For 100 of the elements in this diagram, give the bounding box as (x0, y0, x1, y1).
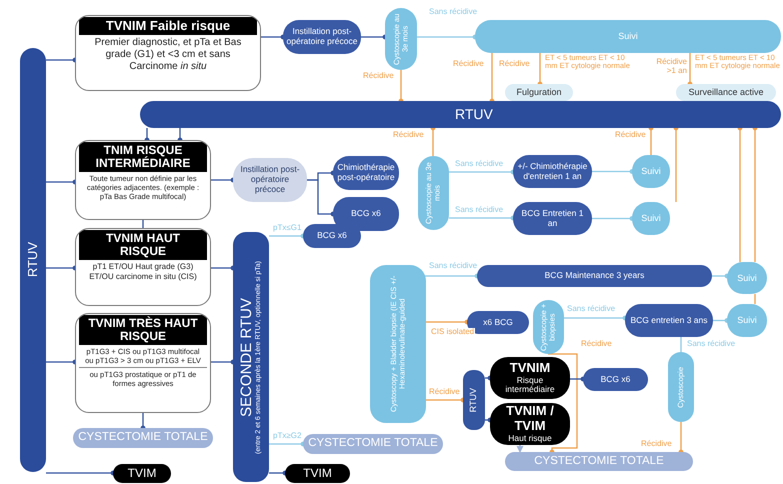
edge-label: Récidive (580, 340, 613, 349)
category-card (75, 15, 261, 91)
connector (680, 337, 682, 352)
connector (417, 34, 478, 40)
connector (485, 418, 492, 422)
connector (449, 216, 516, 220)
surgery-pill: CYSTECTOMIE TOTALE (303, 434, 443, 454)
category-card (75, 228, 211, 306)
procedure-bar: RTUV (140, 101, 781, 128)
connector (713, 318, 730, 323)
arrow (516, 445, 524, 453)
connector (307, 179, 336, 216)
procedure-bar (233, 232, 269, 482)
connector (538, 53, 542, 86)
connector (140, 413, 146, 430)
follow-up-pill: Suivi (475, 20, 781, 53)
connector (426, 320, 470, 324)
connector (46, 470, 116, 476)
treatment-pill: BCG Entretien 1 an (513, 202, 592, 235)
connector (678, 422, 684, 454)
card-heading: TVNIM Faible risque (79, 17, 257, 36)
connector (570, 376, 586, 382)
edge-label: Récidive (428, 388, 461, 397)
edge-label: Sans récidive (686, 340, 736, 349)
connector (211, 178, 236, 182)
treatment-pill: BCG Maintenance 3 years (477, 265, 712, 287)
treatment-pill: Instillation post-opératoire précoce (283, 20, 361, 54)
diagnosis-pill: TVIM (285, 464, 350, 483)
pill-subtitle: Haut risque (508, 434, 552, 444)
edge-label: Sans récidive (454, 160, 504, 169)
diagnosis-pill (490, 403, 570, 445)
follow-up-pill: Suivi (727, 262, 767, 294)
treatment-pill: BCG x6 (583, 368, 648, 391)
follow-up-pill: Suivi (632, 155, 670, 188)
connector (688, 53, 692, 86)
connector (46, 180, 78, 184)
connector (592, 216, 634, 221)
connector (674, 126, 678, 202)
connector (269, 234, 306, 238)
edge-label: Récidive (362, 72, 395, 81)
card-heading: TVNIM HAUT RISQUE (79, 230, 207, 260)
connector (449, 170, 516, 174)
treatment-pill: BCG x6 (303, 224, 361, 248)
connector (269, 442, 306, 446)
edge-label: pTx≥G2 (272, 432, 302, 441)
outcome-pill: Fulguration (505, 84, 573, 101)
edge-label: Récidive (498, 60, 531, 69)
procedure-bar: RTUV (20, 48, 46, 472)
diagnosis-pill: TVIM (113, 464, 171, 483)
connector (430, 126, 436, 156)
connector (564, 316, 628, 320)
edge-label: CIS isolated (430, 328, 476, 337)
connector (46, 360, 78, 364)
treatment-pill: +/- Chimiothérapie d'entretien 1 an (513, 155, 592, 188)
category-card (75, 313, 211, 413)
edge-label: Récidive (452, 60, 485, 69)
connector (269, 470, 288, 476)
edge-label: Sans récidive (428, 262, 478, 271)
bar-title: SECONDE RTUV (238, 298, 256, 416)
edge-label: pTx≤G1 (272, 224, 302, 233)
connector (211, 360, 236, 364)
treatment-pill: BCG entretien 3 ans (625, 304, 713, 337)
connector (712, 274, 730, 278)
treatment-pill: BCG x6 (333, 197, 399, 231)
connector (211, 266, 236, 270)
connector (46, 266, 78, 270)
follow-up-pill: Suivi (727, 304, 767, 337)
connector (754, 294, 756, 304)
connector (178, 128, 182, 142)
outcome-pill: Surveillance active (676, 84, 776, 101)
connector (738, 126, 742, 262)
diagnosis-pill (490, 357, 570, 399)
connector (398, 70, 404, 104)
connector (592, 169, 634, 174)
follow-up-pill: Suivi (632, 202, 670, 235)
connector (490, 53, 494, 104)
category-card (75, 140, 211, 220)
surgery-pill: CYSTECTOMIE TOTALE (73, 428, 213, 448)
instillation-pill: Instillation post-opératoire précoce (233, 158, 307, 202)
card-heading: TVNIM TRÈS HAUT RISQUE (79, 315, 207, 346)
card-heading: TNIM RISQUE INTERMÉDIAIRE (79, 142, 207, 172)
connector (144, 128, 150, 142)
treatment-pill: Chimiothérapie post-opératoire (333, 156, 399, 190)
edge-label: Sans récidive (428, 8, 478, 17)
procedure-bar: RTUV (463, 370, 485, 430)
edge-label: Sans récidive (566, 305, 616, 314)
connector (648, 126, 654, 155)
card-text: Premier diagnostic, et pTa et Bas grade (G1) et <3 cm et sans Carcinome in situ (94, 36, 242, 74)
edge-label: Récidive (392, 131, 425, 140)
pill-title: TVNIM / TVIM (505, 404, 555, 434)
connector (547, 353, 578, 454)
connector (485, 376, 492, 380)
pill-title: TVNIM (510, 360, 550, 376)
connector (426, 398, 466, 402)
connector (46, 58, 78, 62)
surgery-pill: CYSTECTOMIE TOTALE (505, 452, 693, 471)
connector (261, 34, 286, 40)
edge-label: Récidive (640, 440, 673, 449)
edge-label: Sans récidive (454, 206, 504, 215)
connector (752, 126, 758, 262)
